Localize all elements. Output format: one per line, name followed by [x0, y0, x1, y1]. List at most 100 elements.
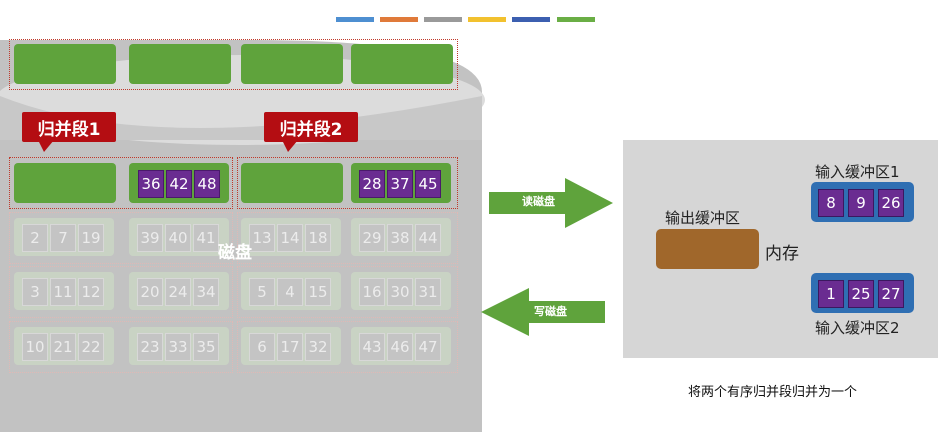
- swatch-gray: [424, 17, 462, 22]
- value-cell: 13: [249, 224, 275, 252]
- top-block-4: [351, 44, 453, 84]
- swatch-orange: [380, 17, 418, 22]
- value-cell: 36: [138, 170, 164, 198]
- value-cell: 6: [249, 333, 275, 361]
- value-cell: 29: [359, 224, 385, 252]
- memory-label: 内存: [765, 244, 799, 264]
- value-cell: 22: [78, 333, 104, 361]
- value-cell: 26: [878, 189, 904, 217]
- value-cell: 12: [78, 278, 104, 306]
- value-cell: 40: [165, 224, 191, 252]
- read-disk-label: 读磁盘: [522, 195, 555, 208]
- value-cell: 14: [277, 224, 303, 252]
- input-buffer-1-values: 8 9 26: [818, 189, 904, 217]
- value-cell: 42: [166, 170, 192, 198]
- value-cell: 18: [305, 224, 331, 252]
- value-cell: 46: [387, 333, 413, 361]
- value-cell: 38: [387, 224, 413, 252]
- seg2-used-block: [241, 163, 343, 203]
- value-cell: 8: [818, 189, 844, 217]
- value-cell: 27: [878, 280, 904, 308]
- seg1-values: 36 42 48: [138, 170, 220, 198]
- value-cell: 25: [848, 280, 874, 308]
- value-cell: 9: [848, 189, 874, 217]
- swatch-green: [557, 17, 595, 22]
- value-cell: 34: [193, 278, 219, 306]
- segment-2-active-box: [237, 157, 458, 209]
- seg1-used-block: [14, 163, 116, 203]
- value-cell: 16: [359, 278, 385, 306]
- gray-row-box: [9, 266, 233, 318]
- input-buffer-1-label: 输入缓冲区1: [815, 163, 900, 181]
- gray-row-box: [237, 266, 458, 318]
- value-cell: 19: [78, 224, 104, 252]
- gray-row-box: [237, 321, 458, 373]
- value-cell: 28: [359, 170, 385, 198]
- value-cell: 45: [415, 170, 441, 198]
- value-cell: 24: [165, 278, 191, 306]
- value-cell: 15: [305, 278, 331, 306]
- segment-1-label: 归并段1: [22, 112, 116, 142]
- value-cell: 35: [193, 333, 219, 361]
- write-disk-arrow: [481, 288, 605, 336]
- top-block-3: [241, 44, 343, 84]
- caption: 将两个有序归并段归并为一个: [688, 385, 858, 400]
- value-cell: 4: [277, 278, 303, 306]
- value-cell: 11: [50, 278, 76, 306]
- read-disk-arrow: [489, 178, 613, 228]
- value-cell: 30: [387, 278, 413, 306]
- value-cell: 31: [415, 278, 441, 306]
- value-cell: 44: [415, 224, 441, 252]
- value-cell: 3: [22, 278, 48, 306]
- value-cell: 39: [137, 224, 163, 252]
- value-cell: 7: [50, 224, 76, 252]
- value-cell: 47: [415, 333, 441, 361]
- input-buffer-2-values: 1 25 27: [818, 280, 904, 308]
- value-cell: 37: [387, 170, 413, 198]
- value-cell: 10: [22, 333, 48, 361]
- segment-1-active-box: [9, 157, 233, 209]
- value-cell: 17: [277, 333, 303, 361]
- top-block-2: [129, 44, 231, 84]
- value-cell: 5: [249, 278, 275, 306]
- write-disk-label: 写磁盘: [534, 305, 567, 318]
- output-buffer: [656, 229, 759, 269]
- value-cell: 33: [165, 333, 191, 361]
- value-cell: 23: [137, 333, 163, 361]
- segment-2-label: 归并段2: [264, 112, 358, 142]
- top-segment-row: [9, 39, 458, 90]
- value-cell: 21: [50, 333, 76, 361]
- value-cell: 43: [359, 333, 385, 361]
- value-cell: 32: [305, 333, 331, 361]
- value-cell: 48: [194, 170, 220, 198]
- value-cell: 1: [818, 280, 844, 308]
- gray-row-box: [237, 212, 458, 264]
- input-buffer-2-label: 输入缓冲区2: [815, 319, 900, 337]
- swatch-navy: [512, 17, 550, 22]
- output-buffer-label: 输出缓冲区: [665, 209, 741, 227]
- value-cell: 20: [137, 278, 163, 306]
- top-block-1: [14, 44, 116, 84]
- gray-row-box: [9, 212, 233, 264]
- value-cell: 2: [22, 224, 48, 252]
- swatch-yellow: [468, 17, 506, 22]
- segment-1-pointer: [38, 140, 54, 152]
- seg2-values: 28 37 45: [359, 170, 441, 198]
- gray-row-box: [9, 321, 233, 373]
- swatch-blue: [336, 17, 374, 22]
- segment-2-pointer: [282, 140, 298, 152]
- value-cell: 41: [193, 224, 219, 252]
- disk-label: 磁盘: [218, 243, 252, 263]
